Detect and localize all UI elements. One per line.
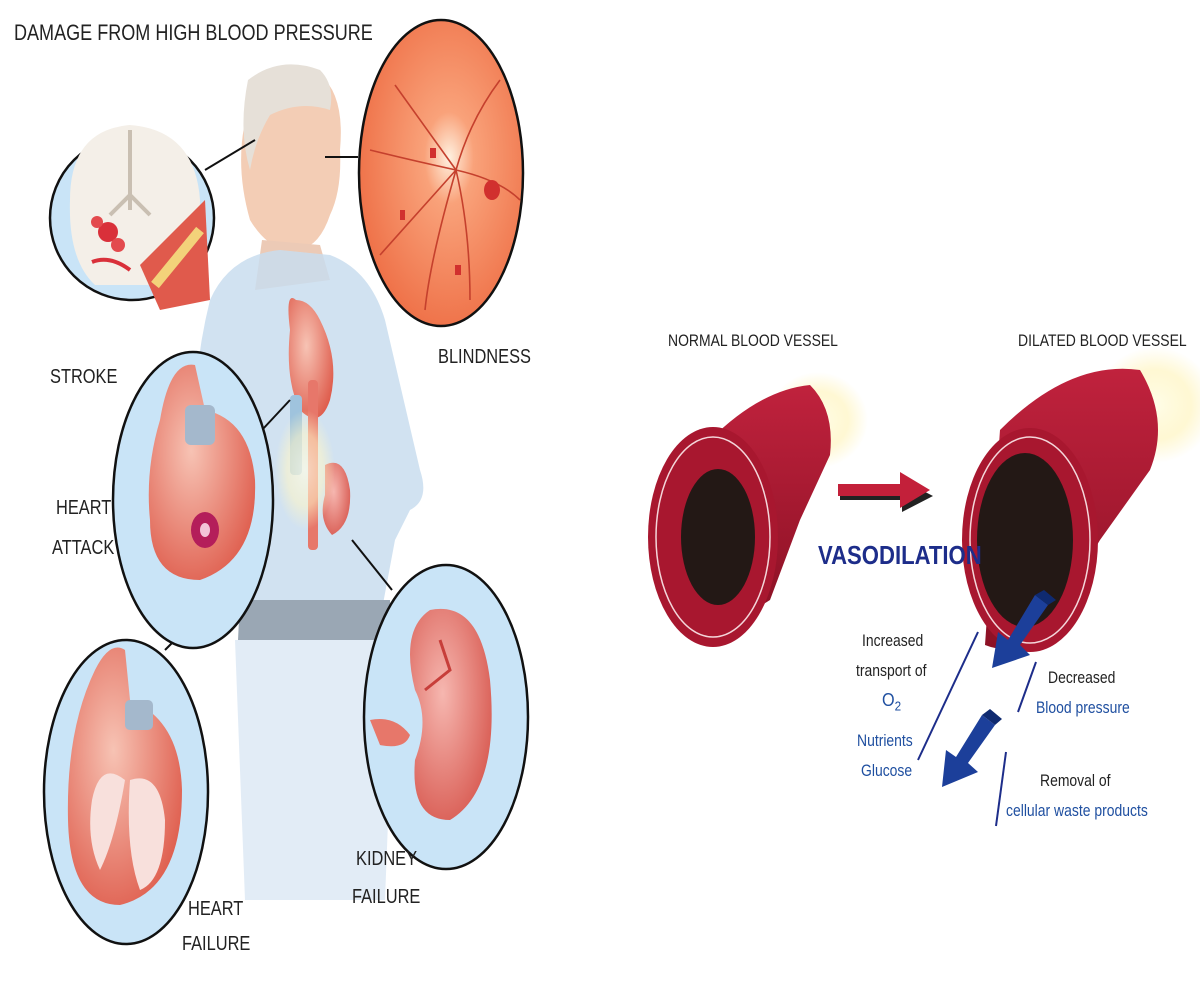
label-waste-products: cellular waste products [1006, 801, 1148, 820]
label-decreased: Decreased [1048, 668, 1116, 687]
label-blindness: BLINDNESS [438, 346, 531, 368]
label-kidney-failure-line1: KIDNEY [356, 848, 418, 870]
heart-attack-circle [111, 350, 275, 650]
normal-blood-vessel [648, 372, 868, 647]
blue-flow-arrow [942, 590, 1056, 787]
label-dilated-vessel: DILATED BLOOD VESSEL [1018, 331, 1187, 350]
label-normal-vessel: NORMAL BLOOD VESSEL [668, 331, 838, 350]
connector-lines [164, 139, 393, 651]
label-oxygen: O2 [882, 690, 902, 714]
label-stroke: STROKE [50, 366, 118, 388]
diagram-title: DAMAGE FROM HIGH BLOOD PRESSURE [14, 20, 373, 45]
organ-overlay [275, 298, 351, 550]
label-heart-failure-line2: FAILURE [182, 933, 251, 955]
dilated-blood-vessel [962, 347, 1200, 652]
label-blood-pressure: Blood pressure [1036, 698, 1130, 717]
heart-failure-circle [42, 638, 210, 946]
label-heart-failure-line1: HEART [188, 898, 244, 920]
label-kidney-failure-line2: FAILURE [352, 886, 421, 908]
retina-circle [357, 18, 525, 328]
stroke-brain-circle [48, 125, 216, 310]
kidney-failure-circle [362, 563, 530, 871]
label-heart-attack-line1: HEART [56, 497, 112, 519]
label-transport-line2: transport of [856, 661, 927, 680]
label-heart-attack-line2: ATTACK [52, 537, 115, 559]
label-glucose: Glucose [861, 761, 913, 780]
separator-lines [917, 631, 1037, 827]
label-vasodilation: VASODILATION [818, 540, 982, 570]
label-nutrients: Nutrients [857, 731, 913, 750]
label-removal: Removal of [1040, 771, 1111, 790]
vasodilation-arrow [838, 472, 933, 512]
label-transport-line1: Increased [862, 631, 924, 650]
